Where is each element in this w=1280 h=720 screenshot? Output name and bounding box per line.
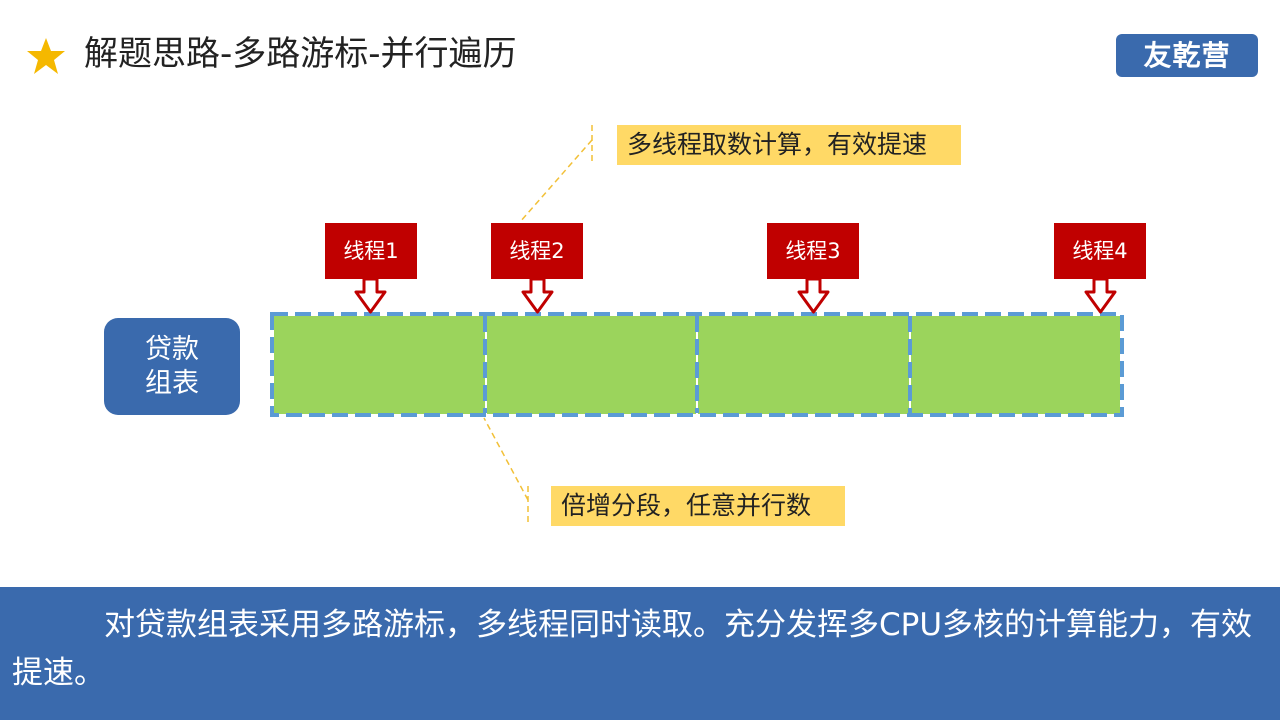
segment-3 (698, 316, 909, 414)
arrow-down-icon-1 (354, 277, 387, 314)
segment-1 (274, 316, 485, 414)
arrow-down-icon-4 (1084, 277, 1117, 314)
loan-group-table-label: 贷款组表 (145, 333, 199, 399)
segments-outline (270, 312, 1124, 417)
callout-multithread: 多线程取数计算，有效提速 (617, 125, 961, 165)
summary-text: 对贷款组表采用多路游标，多线程同时读取。充分发挥多CPU多核的计算能力，有效提速… (12, 607, 1253, 691)
leader-line-top-diagonal (519, 139, 593, 223)
star-icon (27, 38, 65, 74)
loan-group-table-box: 贷款组表 (104, 318, 240, 415)
thread-label-4: 线程4 (1054, 223, 1146, 279)
leader-line-bottom-diagonal (483, 417, 529, 501)
segment-2 (487, 316, 696, 414)
segment-4 (911, 316, 1120, 414)
arrow-down-icon-2 (521, 277, 554, 314)
brand-logo: 友乾营 (1116, 34, 1258, 77)
page-title: 解题思路-多路游标-并行遍历 (84, 34, 517, 74)
diagram-canvas (270, 125, 1124, 526)
thread-label-3: 线程3 (767, 223, 859, 279)
thread-label-2: 线程2 (491, 223, 583, 279)
thread-label-1: 线程1 (325, 223, 417, 279)
summary-bar: 对贷款组表采用多路游标，多线程同时读取。充分发挥多CPU多核的计算能力，有效提速… (0, 587, 1280, 720)
callout-segmentation: 倍增分段，任意并行数 (551, 486, 845, 526)
arrow-down-icon-3 (797, 277, 830, 314)
star-shape (27, 38, 65, 74)
